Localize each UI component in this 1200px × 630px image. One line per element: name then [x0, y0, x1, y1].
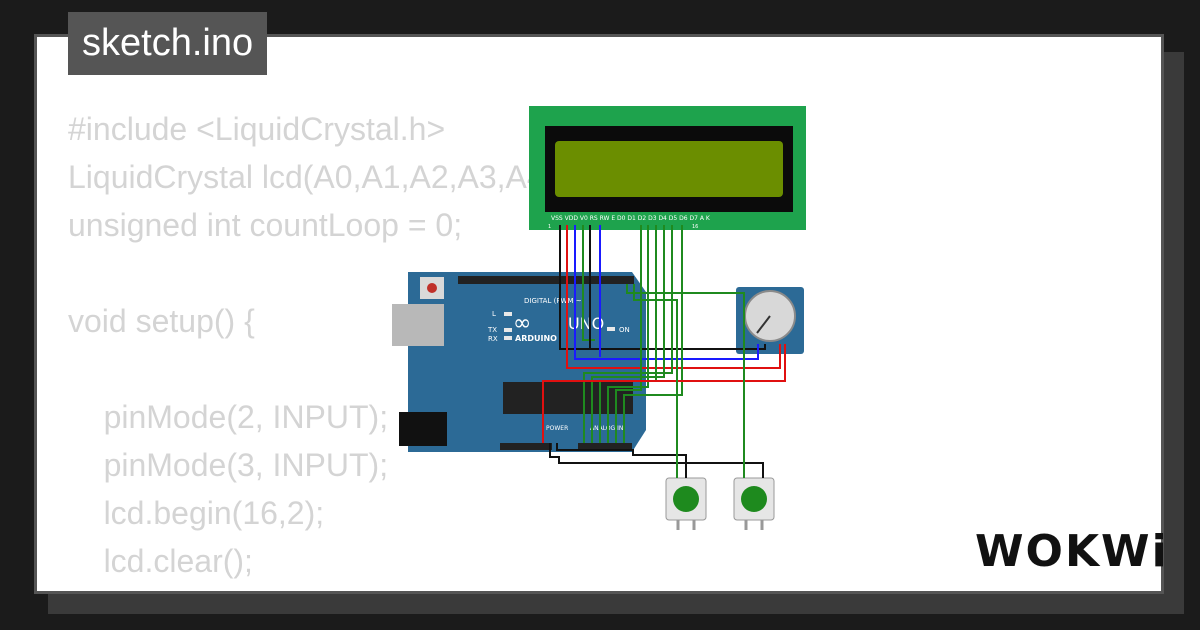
- power-header: [500, 443, 552, 450]
- power-label: POWER: [546, 425, 568, 432]
- wires: [542, 225, 786, 478]
- arduino-uno-board[interactable]: DIGITAL (PWM ~) ∞ ARDUINO UNO ON TX RX L…: [392, 272, 646, 452]
- led-rx: [504, 336, 512, 340]
- wire-5v: [542, 344, 786, 443]
- button-cap[interactable]: [741, 486, 767, 512]
- pushbutton-right[interactable]: [733, 477, 775, 530]
- wire-d5: [607, 225, 649, 443]
- pushbutton-left[interactable]: [665, 477, 707, 530]
- potentiometer[interactable]: [736, 287, 804, 354]
- wokwi-logo: WOKWi: [975, 526, 1169, 577]
- code-line: pinMode(3, INPUT);: [68, 447, 389, 483]
- lcd-pin-labels: VSS VDD V0 RS RW E D0 D1 D2 D3 D4 D5 D6 …: [551, 215, 711, 222]
- pot-indicator: [756, 315, 771, 334]
- analog-label: ANALOG IN: [590, 425, 623, 432]
- tx-label: TX: [487, 326, 497, 334]
- digital-label: DIGITAL (PWM ~): [524, 297, 585, 305]
- led-on: [607, 327, 615, 331]
- arduino-brand: ARDUINO: [515, 334, 557, 343]
- arduino-logo-icon: ∞: [513, 311, 531, 336]
- code-line: #include <LiquidCrystal.h>: [68, 111, 446, 147]
- code-line: unsigned int countLoop = 0;: [68, 207, 463, 243]
- led-l: [504, 312, 512, 316]
- lcd-pin-last: 16: [692, 224, 698, 230]
- wire-vdd: [566, 225, 781, 369]
- rx-label: RX: [488, 335, 498, 343]
- lcd-display[interactable]: VSS VDD V0 RS RW E D0 D1 D2 D3 D4 D5 D6 …: [529, 106, 806, 230]
- lcd-pin-first: 1: [548, 224, 551, 230]
- wire-a: [623, 225, 683, 443]
- code-line: pinMode(2, INPUT);: [68, 399, 389, 435]
- led-tx: [504, 328, 512, 332]
- reset-button[interactable]: [427, 283, 437, 293]
- lcd-screen: [555, 141, 783, 197]
- code-line: void setup() {: [68, 303, 255, 339]
- arduino-model: UNO: [568, 314, 604, 333]
- wire-pin3: [626, 284, 745, 478]
- led-l-label: L: [492, 310, 496, 318]
- wire-d4: [615, 225, 642, 443]
- code-line: lcd.begin(16,2);: [68, 495, 325, 531]
- code-line: lcd.clear();: [68, 543, 253, 579]
- wire-gnd-lcd: [559, 225, 766, 350]
- digital-header: [458, 276, 634, 284]
- analog-header: [578, 443, 632, 450]
- on-label: ON: [619, 326, 630, 334]
- button-cap[interactable]: [673, 486, 699, 512]
- wire-v0: [574, 225, 759, 360]
- file-title: sketch.ino: [68, 12, 268, 75]
- power-jack: [399, 412, 447, 446]
- code-background: #include <LiquidCrystal.h>LiquidCrystal …: [68, 105, 687, 591]
- wire-gnd-button-left: [556, 443, 687, 478]
- usb-connector: [392, 304, 444, 346]
- wire-gnd-buttons: [549, 443, 764, 478]
